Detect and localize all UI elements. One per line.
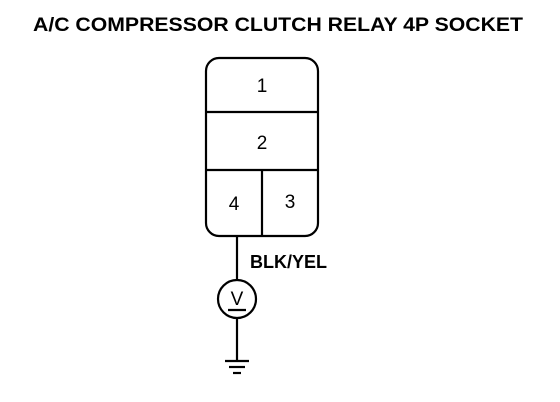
ground-icon <box>225 359 249 375</box>
relay-socket-connector: 1 2 4 3 <box>204 56 320 238</box>
diagram-title: A/C COMPRESSOR CLUTCH RELAY 4P SOCKET <box>33 15 523 36</box>
terminal-1-label: 1 <box>257 76 268 97</box>
terminal-2-label: 2 <box>257 133 268 154</box>
voltmeter-icon: V <box>216 278 258 320</box>
voltmeter-symbol: V <box>231 289 244 310</box>
terminal-3-label: 3 <box>285 192 296 213</box>
wire-color-label: BLK/YEL <box>250 252 327 272</box>
terminal-4-label: 4 <box>229 194 240 215</box>
